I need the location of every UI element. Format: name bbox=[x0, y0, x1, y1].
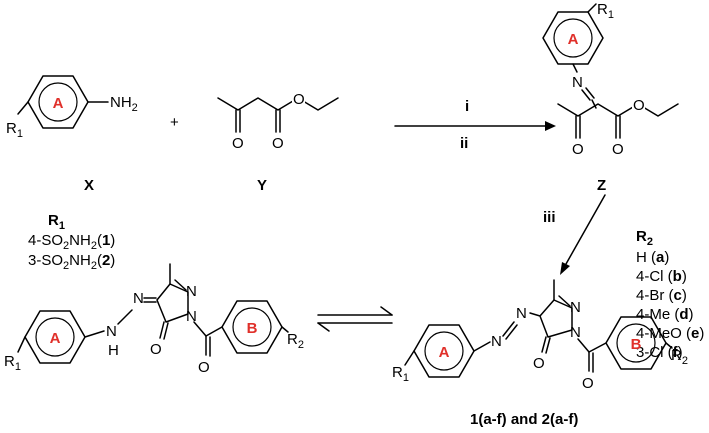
r1-legend-item-1: 4-SO2NH2(1) bbox=[28, 232, 115, 252]
hydrazone-hydrogen: H bbox=[108, 342, 119, 359]
reactant-x-structure: A NH2 R1 bbox=[6, 75, 138, 140]
pyrazole-n2-right: N bbox=[570, 299, 581, 316]
ring-a-label-right: A bbox=[439, 344, 450, 361]
equilibrium-arrows bbox=[317, 306, 393, 332]
condition-iii: iii bbox=[543, 209, 556, 226]
reaction-arrow-2: iii bbox=[543, 194, 606, 275]
hydrazone-tautomer-structure: A R1 N H N N N O O B R2 bbox=[4, 263, 304, 376]
pyrazole-n1-left: N bbox=[186, 308, 197, 325]
plus-sign: + bbox=[170, 114, 179, 131]
ring-b-label-left: B bbox=[247, 320, 258, 337]
r1-legend-item-2: 3-SO2NH2(2) bbox=[28, 252, 115, 272]
z-ester-carbonyl-oxygen: O bbox=[612, 141, 624, 158]
ring-a-label-x: A bbox=[53, 95, 64, 112]
reactant-y-structure: O O O bbox=[217, 90, 339, 152]
r2-substituent-left: R2 bbox=[287, 331, 304, 351]
benzoyl-oxygen-left: O bbox=[198, 359, 210, 376]
pyrazole-n1-right: N bbox=[570, 324, 581, 341]
azo-tautomer-structure: A R1 N N N N O O B R2 bbox=[392, 279, 688, 392]
ester-oxygen: O bbox=[293, 91, 305, 108]
r1-legend: R1 4-SO2NH2(1) 3-SO2NH2(2) bbox=[28, 212, 115, 272]
r2-legend-item-d: 4-Me (d) bbox=[636, 306, 694, 323]
azo-nitrogen-1: N bbox=[491, 333, 502, 350]
ester-carbonyl-oxygen: O bbox=[272, 135, 284, 152]
azo-nitrogen-2: N bbox=[516, 305, 527, 322]
azo-nitrogen-top: N bbox=[572, 74, 583, 91]
r2-legend-item-c: 4-Br (c) bbox=[636, 287, 687, 304]
hydrazone-nitrogen-h: N bbox=[106, 323, 117, 340]
pyrazolone-oxygen-left: O bbox=[150, 341, 162, 358]
intermediate-z-label: Z bbox=[597, 177, 606, 194]
r2-legend-item-b: 4-Cl (b) bbox=[636, 268, 687, 285]
reactant-x-label: X bbox=[84, 177, 94, 194]
ketone-oxygen: O bbox=[232, 135, 244, 152]
ring-b-label-right: B bbox=[631, 336, 642, 353]
pyrazole-n2-left: N bbox=[186, 283, 197, 300]
hydrazone-nitrogen: N bbox=[133, 290, 144, 307]
r1-legend-heading: R1 bbox=[48, 212, 65, 232]
product-label: 1(a-f) and 2(a-f) bbox=[470, 411, 578, 428]
condition-i: i bbox=[465, 98, 469, 115]
ring-a-label-left: A bbox=[50, 330, 61, 347]
ring-a-label-z: A bbox=[568, 31, 579, 48]
reactant-y-label: Y bbox=[257, 177, 267, 194]
r1-substituent-left: R1 bbox=[4, 353, 21, 373]
amine-group: NH2 bbox=[110, 94, 138, 114]
r1-substituent-right: R1 bbox=[392, 364, 409, 384]
z-ketone-oxygen: O bbox=[572, 141, 584, 158]
benzoyl-oxygen-right: O bbox=[582, 375, 594, 392]
r1-substituent-z: R1 bbox=[597, 1, 614, 21]
r1-substituent-x: R1 bbox=[6, 120, 23, 140]
r2-legend: R2 H (a) 4-Cl (b) 4-Br (c) 4-Me (d) 4-Me… bbox=[636, 228, 704, 361]
r2-legend-item-a: H (a) bbox=[636, 249, 669, 266]
r2-substituent-right: R2 bbox=[671, 347, 688, 367]
z-ester-oxygen: O bbox=[633, 97, 645, 114]
r2-legend-heading: R2 bbox=[636, 228, 653, 248]
condition-ii: ii bbox=[460, 135, 468, 152]
pyrazolone-oxygen-right: O bbox=[533, 355, 545, 372]
intermediate-z-structure: A R1 N O O O bbox=[542, 1, 679, 158]
reaction-arrow-1: i ii bbox=[394, 98, 556, 152]
